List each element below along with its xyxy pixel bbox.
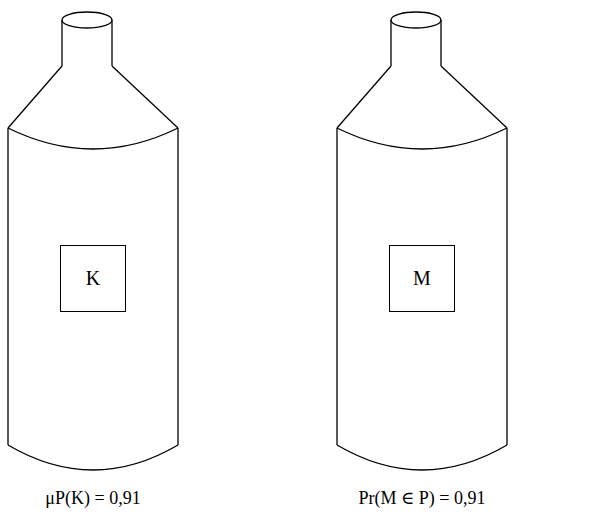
- bottle-left: [8, 12, 178, 470]
- label-square: M: [389, 245, 455, 312]
- label-square: K: [60, 245, 126, 312]
- node-text: M: [413, 267, 431, 290]
- formula-label: Pr(M ∈ P) = 0,91: [359, 487, 486, 509]
- node-text: K: [86, 267, 100, 290]
- formula-label: μP(K) = 0,91: [45, 488, 140, 509]
- bottle-right: [337, 12, 507, 470]
